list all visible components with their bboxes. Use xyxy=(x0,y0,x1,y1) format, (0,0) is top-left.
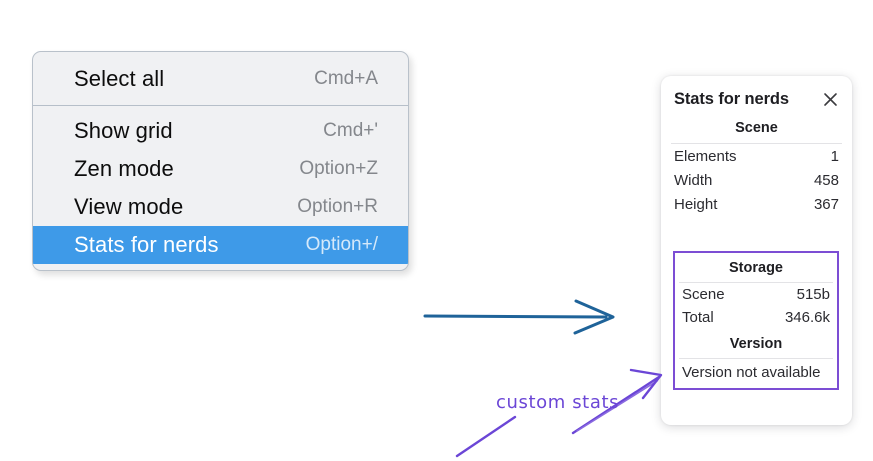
menu-item-shortcut: Option+/ xyxy=(305,234,378,255)
table-row: Elements 1 xyxy=(665,144,848,168)
menu-item-zen-mode[interactable]: Zen mode Option+Z xyxy=(33,150,408,188)
stat-key: Total xyxy=(682,309,714,326)
menu-item-label: View mode xyxy=(74,194,184,219)
menu-item-label: Show grid xyxy=(74,118,173,143)
menu-item-stats-for-nerds[interactable]: Stats for nerds Option+/ xyxy=(33,226,408,264)
menu-group-2: Show grid Cmd+' Zen mode Option+Z View m… xyxy=(33,106,408,270)
stat-value: 367 xyxy=(813,196,839,213)
stat-key: Scene xyxy=(682,286,725,303)
menu-item-select-all[interactable]: Select all Cmd+A xyxy=(33,60,408,98)
scene-divider xyxy=(671,143,842,144)
menu-item-shortcut: Option+Z xyxy=(299,158,378,179)
version-divider xyxy=(679,358,833,359)
menu-item-shortcut: Cmd+A xyxy=(314,68,378,89)
storage-heading: Storage xyxy=(729,260,783,276)
menu-item-shortcut: Cmd+' xyxy=(323,120,378,141)
custom-stats-box: Storage Scene 515b Total 346.6k Version … xyxy=(673,251,839,390)
table-row: Total 346.6k xyxy=(675,306,837,329)
close-icon[interactable] xyxy=(822,91,839,108)
context-menu[interactable]: Select all Cmd+A Show grid Cmd+' Zen mod… xyxy=(32,51,409,271)
stat-key: Height xyxy=(674,196,718,213)
menu-divider xyxy=(33,105,408,106)
stat-value: 1 xyxy=(830,148,839,165)
stat-value: 515b xyxy=(796,286,830,303)
menu-item-shortcut: Option+R xyxy=(297,196,378,217)
annotation-label-custom-stats: custom stats xyxy=(496,392,620,413)
stat-value: 458 xyxy=(813,172,839,189)
table-row: Height 367 xyxy=(665,192,848,216)
blue-arrow-to-panel xyxy=(423,299,615,335)
panel-title: Stats for nerds xyxy=(674,90,789,108)
menu-item-label: Select all xyxy=(74,66,165,91)
menu-item-view-mode[interactable]: View mode Option+R xyxy=(33,188,408,226)
scene-heading: Scene xyxy=(735,120,778,136)
stat-key: Width xyxy=(674,172,713,189)
panel-header: Stats for nerds xyxy=(661,76,852,109)
version-heading: Version xyxy=(729,336,783,352)
menu-item-show-grid[interactable]: Show grid Cmd+' xyxy=(33,112,408,150)
scene-section: Scene Elements 1 Width 458 Height 367 xyxy=(661,109,852,216)
stat-key: Elements xyxy=(674,148,737,165)
table-row: Scene 515b xyxy=(675,283,837,306)
menu-item-label: Stats for nerds xyxy=(74,232,219,257)
stats-for-nerds-panel[interactable]: Stats for nerds Scene Elements 1 Width 4… xyxy=(661,76,852,425)
version-text: Version not available xyxy=(682,364,821,381)
storage-divider xyxy=(679,282,833,283)
table-row: Width 458 xyxy=(665,168,848,192)
menu-group-1: Select all Cmd+A xyxy=(33,52,408,105)
menu-item-label: Zen mode xyxy=(74,156,174,181)
stat-value: 346.6k xyxy=(784,309,830,326)
